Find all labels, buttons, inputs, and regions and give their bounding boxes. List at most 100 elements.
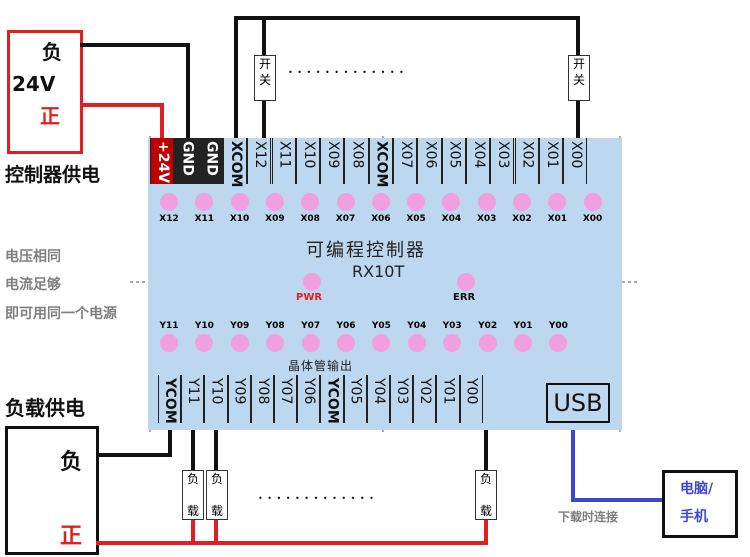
bottom-terminal-label: Y11 (185, 378, 202, 405)
output-led-label: Y03 (442, 321, 462, 331)
bottom-terminal-label: YCOM (162, 378, 178, 424)
top-terminal-label: X00 (568, 141, 585, 169)
wire-ycom-load-neg (96, 420, 172, 457)
top-terminal-16: X01 (538, 138, 564, 184)
input-led-label: X02 (512, 214, 532, 224)
bottom-terminal-label: Y02 (417, 378, 434, 405)
wire-usb (571, 425, 662, 502)
top-terminal-1: GND (174, 138, 199, 184)
pwr-led (303, 273, 321, 291)
top-terminal-label: X11 (276, 141, 293, 169)
top-terminal-12: X05 (441, 138, 466, 184)
switch-x12: 开 关 (254, 55, 276, 101)
top-terminal-label: X03 (495, 141, 512, 169)
input-led-x10 (230, 193, 249, 211)
bottom-terminal-label: Y10 (208, 378, 225, 405)
top-terminal-17: X00 (563, 138, 588, 184)
bottom-terminal-3: Y09 (227, 375, 251, 423)
top-terminal-9: XCOM (368, 138, 393, 187)
output-led-y00 (549, 334, 568, 352)
pwr-label: PWR (296, 292, 323, 303)
bottom-terminal-10: Y03 (390, 375, 414, 423)
top-terminal-label: X01 (543, 141, 560, 169)
top-terminal-label: XCOM (227, 141, 244, 188)
input-led-label: X05 (406, 214, 426, 224)
top-terminal-5: X11 (271, 138, 296, 184)
load-y00: 负 载 (475, 470, 497, 520)
input-led-label: X07 (335, 214, 356, 224)
bottom-terminal-label: YCOM (324, 378, 341, 424)
top-terminal-11: X06 (417, 138, 442, 184)
load-pos-label: 正 (60, 524, 83, 549)
bottom-terminal-label: Y08 (254, 378, 271, 405)
power-neg-label: 负 (42, 40, 62, 64)
top-terminal-label: X05 (446, 141, 463, 169)
top-terminal-label: X06 (422, 141, 439, 169)
load-power-label: 负载供电 (5, 396, 85, 420)
input-led-label: X00 (582, 214, 603, 224)
input-led-label: X11 (194, 214, 215, 224)
top-terminal-3: XCOM (222, 138, 248, 188)
download-label: 下载时连接 (558, 510, 619, 524)
shared-power-note-1: 电压相同 (5, 249, 61, 265)
top-terminal-label: GND (203, 141, 220, 176)
output-led-label: Y01 (513, 321, 533, 331)
input-led-label: X04 (441, 214, 462, 224)
output-led-label: Y10 (194, 321, 214, 331)
input-led-x05 (407, 193, 426, 211)
wire-xcom-top (234, 16, 580, 145)
bottom-terminal-4: Y08 (250, 375, 274, 423)
top-terminal-label: X09 (325, 141, 342, 169)
bottom-terminal-0: YCOM (158, 375, 182, 424)
output-led-y01 (514, 334, 532, 352)
top-terminal-15: X02 (514, 138, 539, 184)
controller-power-label: 控制器供电 (5, 164, 101, 186)
input-led-x04 (442, 193, 461, 211)
bottom-terminal-13: Y00 (459, 375, 483, 423)
err-led (457, 273, 475, 291)
top-terminal-8: X08 (344, 138, 369, 184)
top-terminal-6: X10 (295, 138, 321, 184)
bottom-terminal-label: Y01 (440, 378, 457, 405)
board-title: 可编程控制器 (306, 240, 426, 261)
input-led-label: X03 (476, 214, 497, 224)
top-terminal-label: +24V (155, 141, 171, 184)
input-led-x12 (160, 193, 178, 211)
bottom-terminal-label: Y05 (347, 378, 364, 405)
bottom-terminal-2: Y10 (204, 375, 228, 423)
load-power-box (5, 426, 99, 555)
bottom-terminal-label: Y00 (463, 378, 480, 405)
input-led-x06 (371, 193, 390, 211)
input-led-label: X06 (371, 214, 391, 224)
err-label: ERR (453, 292, 476, 303)
top-terminal-2: GND (198, 138, 223, 184)
input-led-x11 (195, 193, 214, 211)
bottom-terminal-1: Y11 (181, 375, 205, 423)
bottom-terminal-9: Y04 (366, 375, 390, 423)
power-voltage-label: 24V (12, 72, 56, 96)
shared-power-note-3: 即可用同一个电源 (5, 306, 117, 322)
bottom-terminal-label: Y07 (278, 378, 294, 405)
top-terminal-0: +24V (150, 138, 175, 184)
usb-port[interactable]: USB (546, 383, 610, 423)
top-terminal-13: X04 (465, 138, 491, 184)
output-led-label: Y09 (230, 321, 250, 331)
output-led-label: Y06 (336, 321, 356, 331)
output-led-y10 (195, 334, 214, 352)
input-led-x03 (477, 193, 496, 211)
input-led-label: X08 (300, 214, 320, 224)
switch-x12-label: 开 关 (258, 57, 271, 87)
computer-line1: 电脑/ (680, 481, 714, 497)
usb-label: USB (553, 389, 603, 417)
bottom-terminal-12: Y01 (436, 375, 460, 423)
output-led-label: Y02 (478, 321, 498, 331)
load-y10: 负 载 (206, 470, 228, 520)
input-led-x09 (265, 193, 284, 211)
top-terminal-label: X08 (349, 141, 366, 169)
bottom-terminal-11: Y02 (413, 375, 437, 423)
top-terminal-14: X03 (490, 138, 515, 184)
input-led-x08 (301, 193, 320, 211)
top-terminal-label: X02 (519, 141, 536, 169)
output-led-label: Y11 (159, 321, 179, 331)
wire-power-neg (80, 43, 190, 145)
